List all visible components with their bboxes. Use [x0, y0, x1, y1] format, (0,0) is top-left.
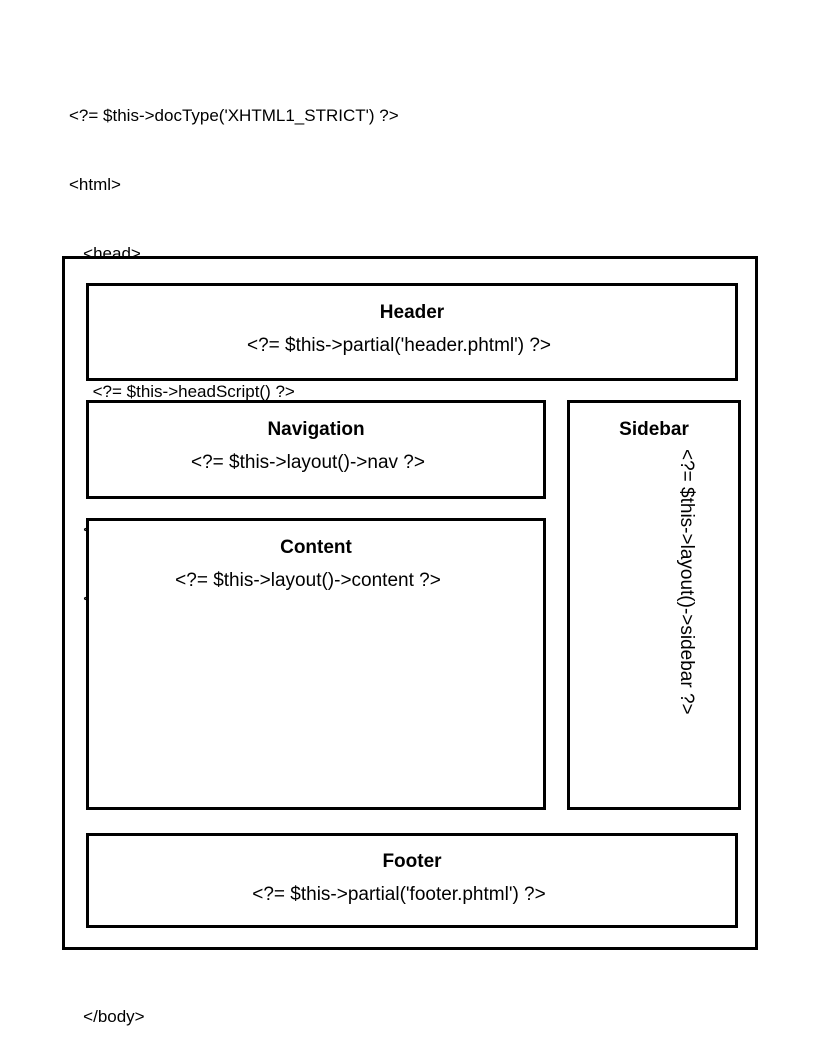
- code-line-html-open: <html>: [69, 175, 121, 194]
- region-content: Content <?= $this->layout()->content ?>: [86, 518, 546, 810]
- layout-container: Header <?= $this->partial('header.phtml'…: [62, 256, 758, 950]
- region-footer-code: <?= $this->partial('footer.phtml') ?>: [252, 884, 546, 905]
- region-content-title: Content: [280, 537, 352, 558]
- code-line-doctype: <?= $this->docType('XHTML1_STRICT') ?>: [69, 106, 399, 125]
- region-navigation-code: <?= $this->layout()->nav ?>: [191, 452, 425, 473]
- region-header-code: <?= $this->partial('header.phtml') ?>: [246, 335, 552, 356]
- region-sidebar: Sidebar <?= $this->layout()->sidebar ?>: [567, 400, 741, 810]
- code-line-head-script: <?= $this->headScript() ?>: [69, 382, 295, 401]
- region-sidebar-title: Sidebar: [619, 419, 689, 440]
- region-footer-title: Footer: [382, 851, 442, 872]
- region-navigation: Navigation <?= $this->layout()->nav ?>: [86, 400, 546, 499]
- code-block-bottom: </body> </html>: [69, 959, 145, 1056]
- region-footer: Footer <?= $this->partial('footer.phtml'…: [86, 833, 738, 928]
- region-header: Header <?= $this->partial('header.phtml'…: [86, 283, 738, 381]
- region-sidebar-code: <?= $this->layout()->sidebar ?>: [676, 449, 697, 715]
- region-content-code: <?= $this->layout()->content ?>: [175, 570, 441, 591]
- region-header-title: Header: [379, 302, 445, 323]
- region-navigation-title: Navigation: [267, 419, 365, 440]
- code-line-body-close: </body>: [69, 1007, 145, 1026]
